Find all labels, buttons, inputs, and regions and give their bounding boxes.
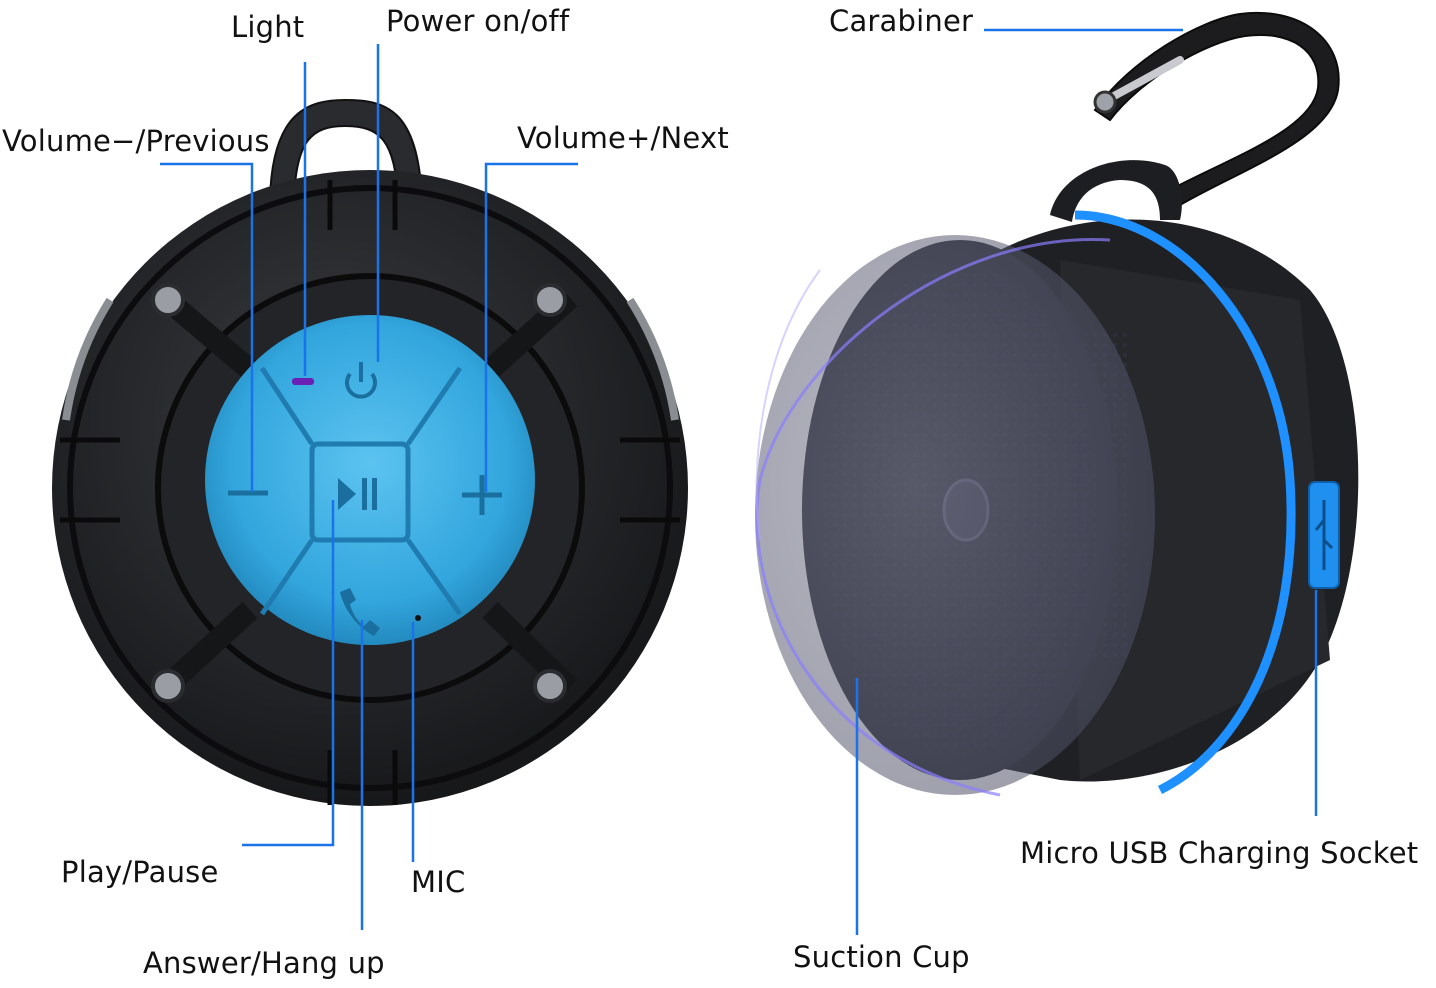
side-speaker bbox=[755, 11, 1359, 797]
plus-icon bbox=[462, 475, 502, 515]
mic-hole bbox=[415, 615, 421, 621]
usb-icon bbox=[1314, 500, 1334, 570]
light-label: Light bbox=[231, 10, 305, 44]
usb-socket-label: Micro USB Charging Socket bbox=[1020, 836, 1419, 870]
play-pause-label: Play/Pause bbox=[61, 855, 219, 889]
power-icon bbox=[345, 362, 377, 399]
front-speaker bbox=[52, 98, 688, 806]
carabiner-label: Carabiner bbox=[829, 4, 974, 38]
volume-down-label: Volume−/Previous bbox=[2, 124, 270, 158]
callout-lines bbox=[160, 28, 1318, 935]
suction-cup bbox=[755, 235, 1155, 795]
light-indicator-bar bbox=[292, 378, 314, 385]
power-label: Power on/off bbox=[386, 4, 570, 38]
mic-label: MIC bbox=[411, 865, 466, 899]
answer-label: Answer/Hang up bbox=[143, 946, 385, 980]
play-pause-icon bbox=[338, 478, 377, 510]
phone-icon bbox=[340, 588, 380, 636]
suction-cup-label: Suction Cup bbox=[793, 940, 970, 974]
volume-up-label: Volume+/Next bbox=[517, 121, 729, 155]
